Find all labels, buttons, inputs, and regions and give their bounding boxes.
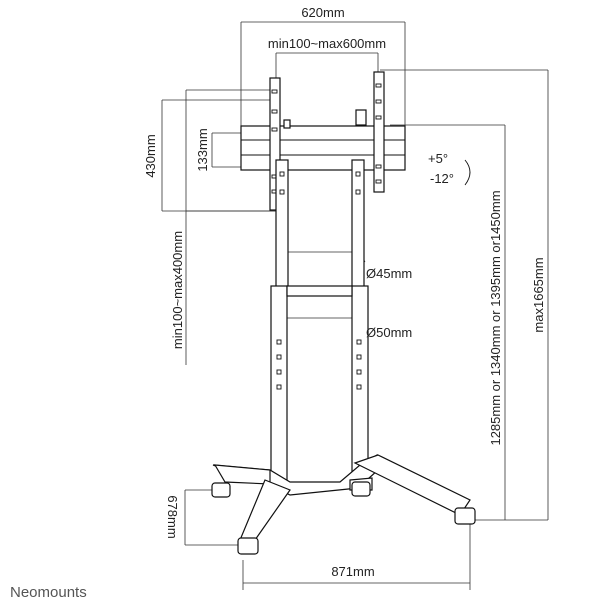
base-leg-front-left [239,479,291,541]
pole-crossbar [286,285,353,297]
base-leg-back-left [213,464,271,485]
label-height-max: max1665mm [531,257,546,332]
label-base-depth: 678mm [165,495,180,538]
base-leg-front-right [353,454,471,516]
pole-lower-left [270,285,288,483]
label-base-width: 871mm [331,564,374,579]
label-width-vesa: min100~max600mm [268,36,386,51]
label-height-inner: 133mm [195,128,210,171]
bracket-knob-left [283,119,291,129]
labels: 620mm min100~max600mm 430mm 133mm min100… [10,5,546,600]
vesa-arm-right [373,71,385,193]
caster-back-right [351,481,371,497]
pole-lower-right [351,285,369,483]
caster-front-left [237,537,259,555]
label-tilt-down: -12° [430,171,454,186]
label-pole-lower: Ø50mm [366,325,412,340]
brand-logo-text: Neomounts [10,584,87,600]
stand-drawing [211,71,476,555]
vesa-arm-left [269,77,281,211]
label-pole-upper: Ø45mm [366,266,412,281]
caster-front-right [454,507,476,525]
label-vesa-vertical: min100~max400mm [170,231,185,349]
pole-upper-left [275,159,289,289]
label-height-options: 1285mm or 1340mm or 1395mm or1450mm [488,190,503,445]
dimension-lines [161,21,549,590]
pole-upper-right [351,159,365,289]
label-width-total: 620mm [301,5,344,20]
caster-back-left [211,482,231,498]
label-tilt-up: +5° [428,151,448,166]
label-height-bracket: 430mm [143,134,158,177]
tilt-arc [464,159,471,186]
bracket-knob-right [355,109,367,126]
